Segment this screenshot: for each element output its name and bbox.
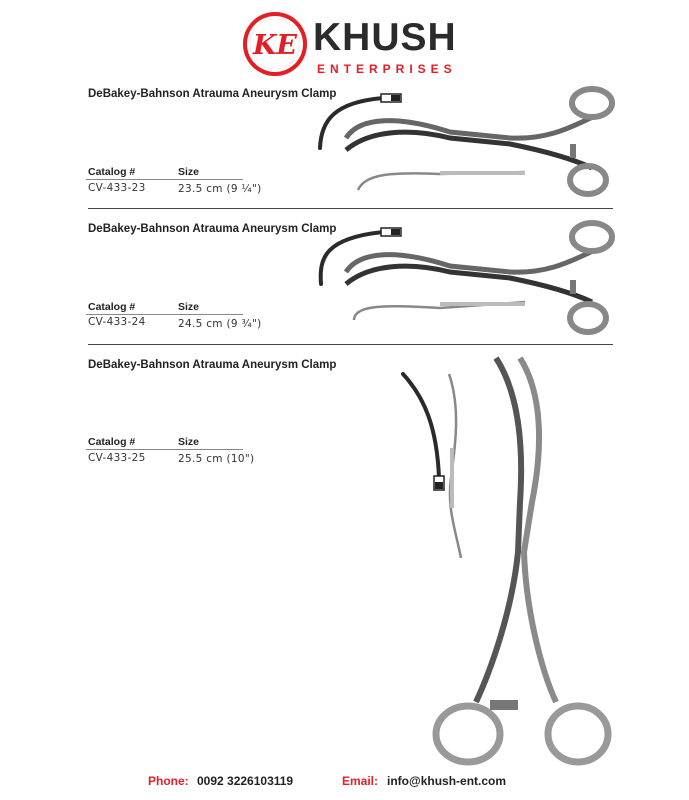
section-divider bbox=[88, 208, 613, 209]
phone-label: Phone: bbox=[148, 774, 189, 788]
size-value: 23.5 cm (9 ¼") bbox=[178, 183, 262, 195]
header-rule bbox=[86, 314, 243, 315]
section-divider bbox=[88, 344, 613, 345]
size-header: Size bbox=[178, 166, 200, 178]
header-rule bbox=[86, 449, 243, 450]
clamp-image bbox=[432, 356, 612, 766]
clamp-jaw-detail-image bbox=[318, 227, 402, 286]
size-header: Size bbox=[178, 436, 200, 448]
email-label: Email: bbox=[342, 774, 379, 788]
clamp-image bbox=[343, 220, 615, 335]
logo-monogram: KE bbox=[252, 30, 297, 61]
catalog-number: CV-433-24 bbox=[88, 316, 146, 328]
product-title: DeBakey-Bahnson Atrauma Aneurysm Clamp bbox=[88, 359, 337, 371]
clamp-jaw-detail-image bbox=[318, 93, 402, 150]
catalog-header: Catalog # bbox=[88, 436, 136, 448]
clamp-image bbox=[343, 86, 615, 197]
product-title: DeBakey-Bahnson Atrauma Aneurysm Clamp bbox=[88, 223, 337, 235]
product-title: DeBakey-Bahnson Atrauma Aneurysm Clamp bbox=[88, 88, 337, 100]
brand-logo: KE KHUSH ENTERPRISES bbox=[243, 12, 456, 80]
contact-footer: Phone: 0092 3226103119 Email: info@khush… bbox=[0, 774, 689, 792]
email-address[interactable]: info@khush-ent.com bbox=[387, 774, 507, 788]
phone-number[interactable]: 0092 3226103119 bbox=[197, 774, 294, 788]
catalog-number: CV-433-25 bbox=[88, 452, 146, 464]
size-value: 24.5 cm (9 ¾") bbox=[178, 318, 262, 330]
catalog-number: CV-433-23 bbox=[88, 182, 146, 194]
catalog-header: Catalog # bbox=[88, 166, 136, 178]
clamp-jaw-detail-image bbox=[401, 372, 463, 559]
size-value: 25.5 cm (10") bbox=[178, 453, 255, 465]
logo-emblem: KE bbox=[243, 12, 307, 76]
catalog-header: Catalog # bbox=[88, 301, 136, 313]
header-rule bbox=[86, 179, 243, 180]
brand-subtitle: ENTERPRISES bbox=[317, 62, 457, 76]
brand-name: KHUSH bbox=[313, 16, 457, 59]
size-header: Size bbox=[178, 301, 200, 313]
